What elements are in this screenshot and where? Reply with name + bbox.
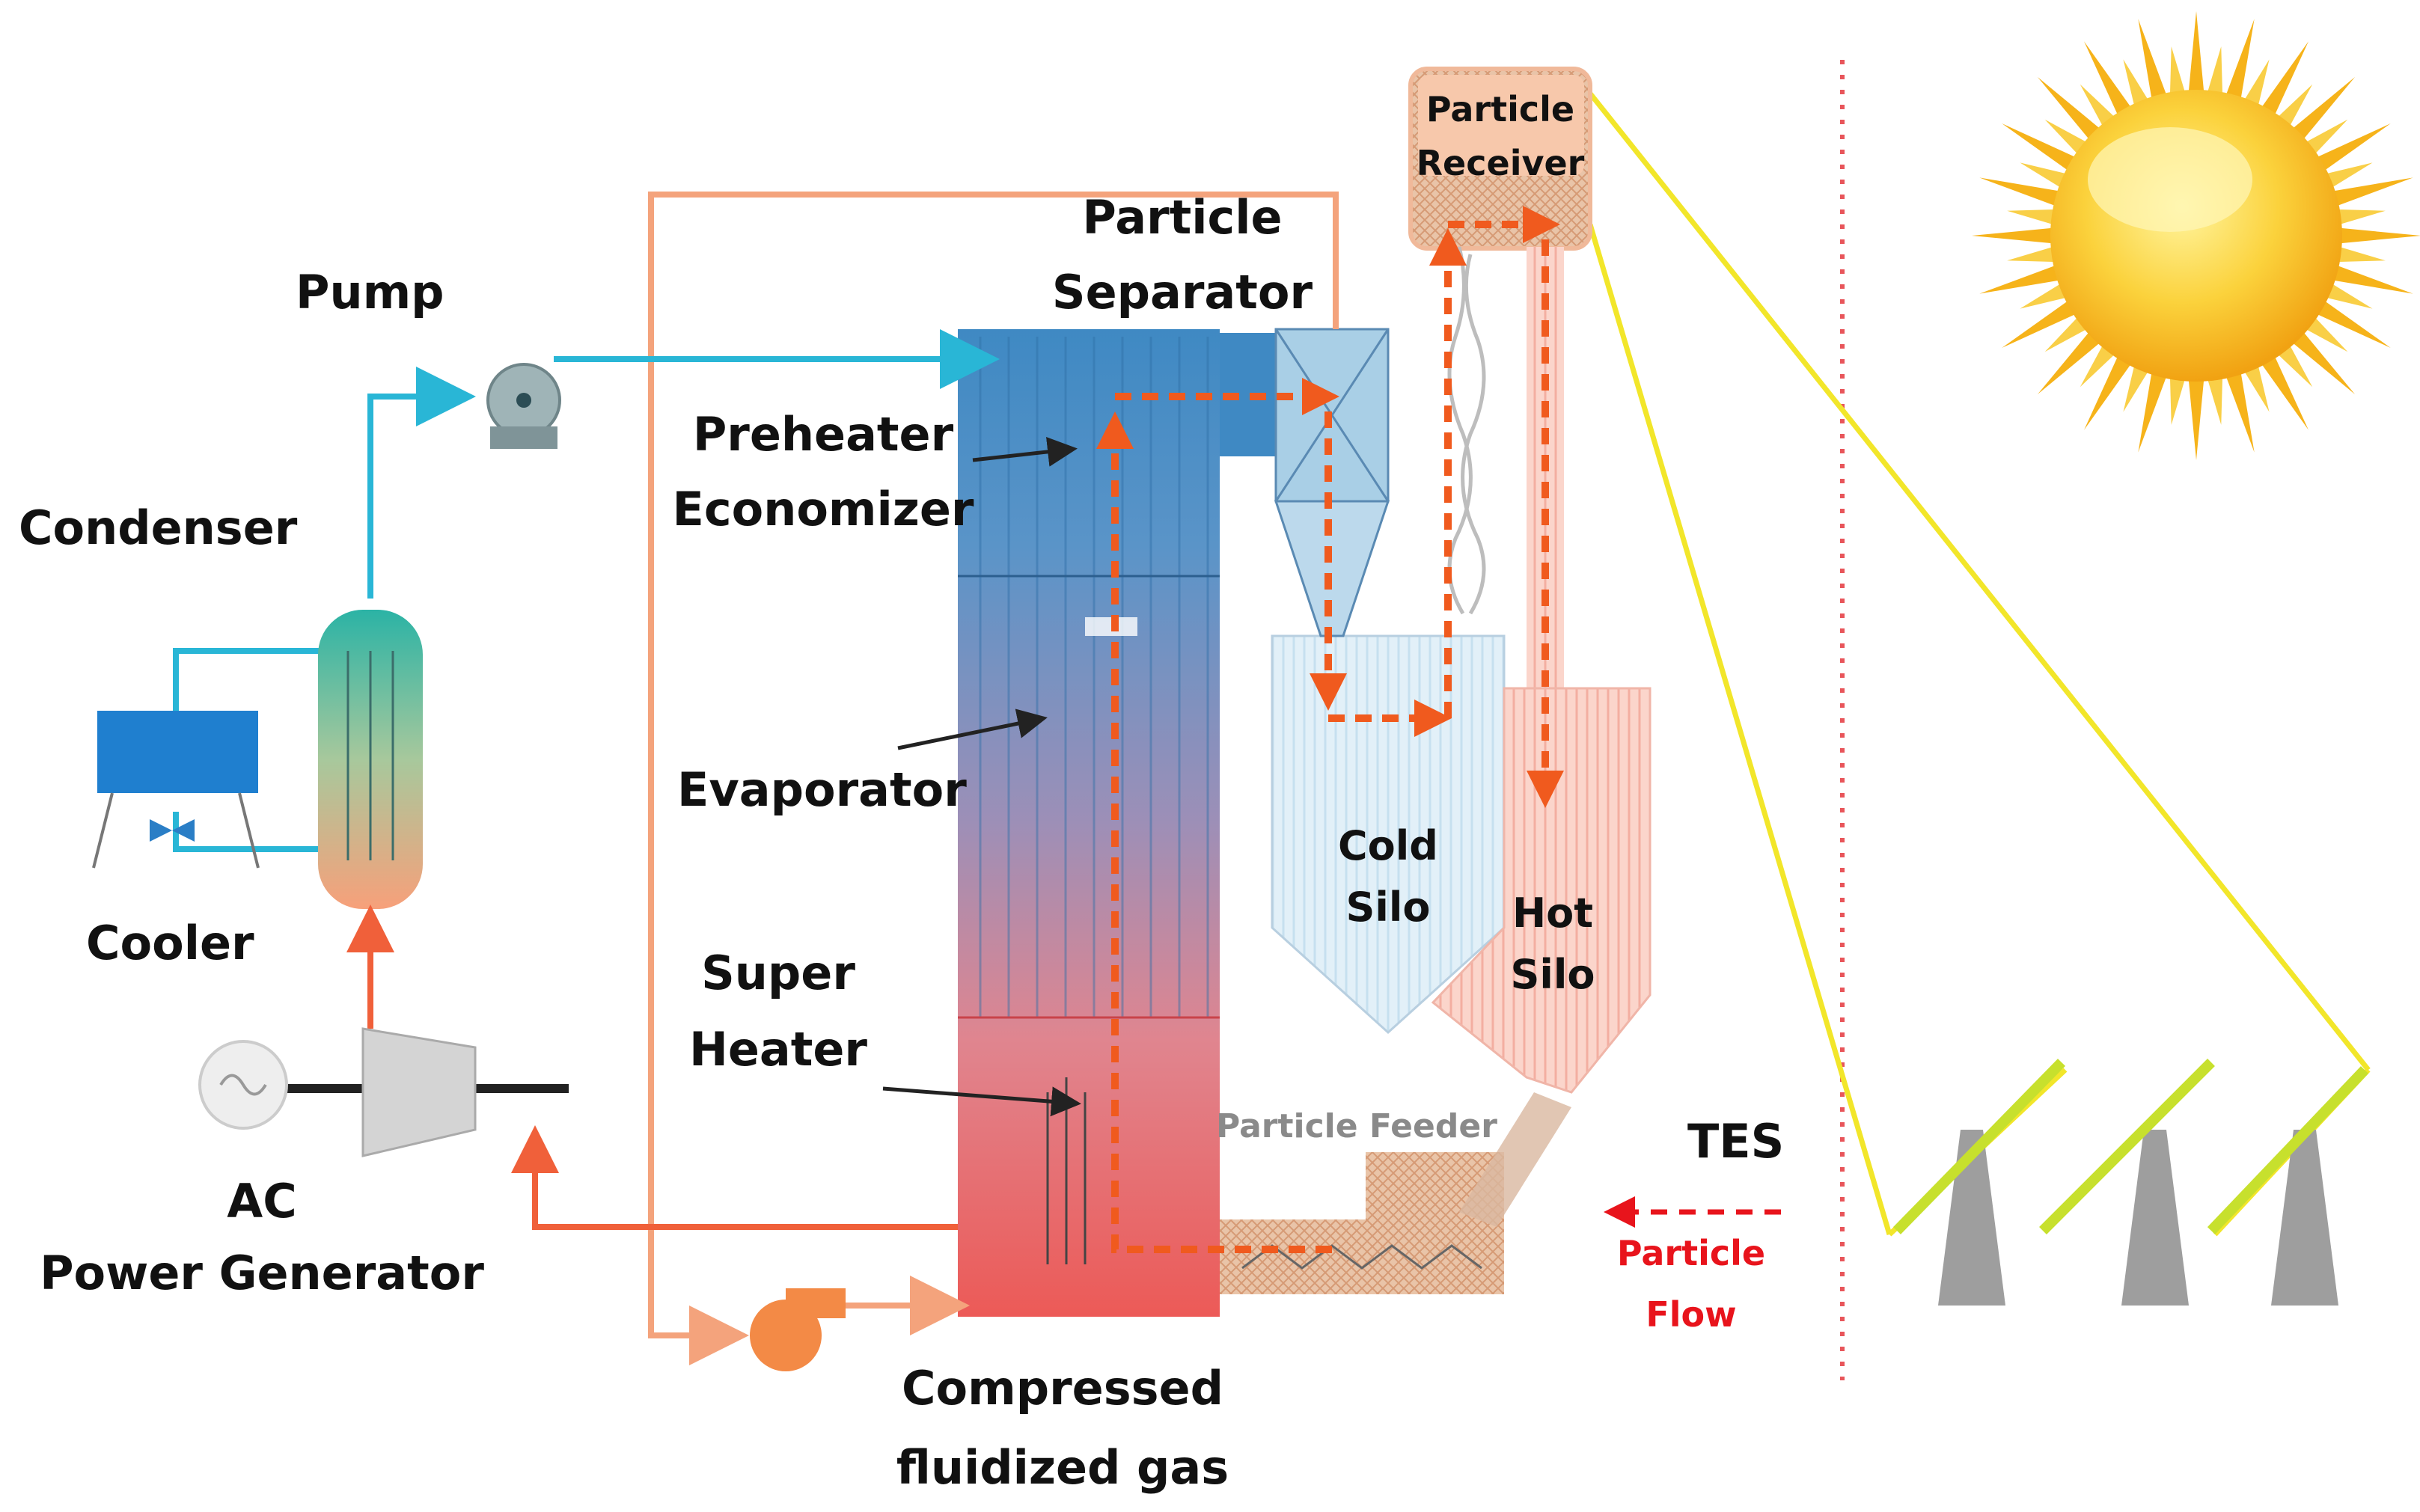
pump-icon: [486, 363, 561, 449]
particle-receiver: [1408, 67, 1592, 251]
sun-ray: [2331, 265, 2413, 294]
sun-ray: [2291, 76, 2356, 141]
legend-label-line2: Flow: [1646, 1294, 1737, 1335]
sun-ray: [2188, 11, 2204, 94]
tes-label: TES: [1687, 1114, 1785, 1169]
sun-ray: [2315, 123, 2391, 172]
sun-ray: [2080, 343, 2116, 388]
sun-ray: [2037, 76, 2102, 141]
preheater-economizer-label: Preheater Economizer: [659, 408, 988, 536]
water-line: [173, 329, 1000, 852]
sun-ray: [2007, 209, 2057, 225]
ac-generator-label-line1: AC: [227, 1174, 297, 1228]
sun-ray: [2002, 123, 2077, 172]
particle-separator: [1220, 328, 1390, 637]
sun-ray: [2335, 209, 2386, 225]
particle-feeder-label: Particle Feeder: [1216, 1107, 1497, 1145]
sun-ray: [2169, 375, 2186, 425]
exhaust-gas-line: [346, 905, 958, 1230]
sun-ray: [2304, 316, 2348, 352]
sun-ray: [2084, 41, 2133, 117]
sun-ray: [2276, 343, 2313, 388]
sun-ray: [2324, 282, 2373, 309]
super-heater-label: Super Heater: [666, 946, 890, 1077]
sun-ray: [2123, 364, 2150, 412]
particle-separator-label: Particle Separator: [1044, 191, 1321, 319]
particle-receiver-label: Particle Receiver: [1411, 88, 1590, 184]
sun-ray: [1979, 177, 2062, 206]
sun-ray: [2138, 370, 2167, 453]
separator-label-line2: Separator: [1051, 265, 1313, 319]
cold-silo-label: Cold Silo: [1302, 823, 1474, 931]
receiver-label-line2: Receiver: [1416, 143, 1585, 183]
sun-ray: [2080, 84, 2116, 128]
heliostat-mirrors: [1892, 1059, 2369, 1306]
sun-ray: [2335, 246, 2386, 263]
cold-silo-label-line1: Cold: [1338, 822, 1438, 869]
super-heater-label-line1: Super: [701, 946, 855, 1000]
hot-silo: [1431, 687, 1651, 1094]
particle-flow-legend-label: Particle Flow: [1586, 1231, 1796, 1337]
sun-ray: [2044, 119, 2089, 156]
sun-ray: [2188, 377, 2204, 460]
sun-ray: [2260, 355, 2309, 430]
sun-ray: [2138, 19, 2167, 101]
pump-label: Pump: [296, 265, 444, 319]
sun-ray: [2324, 162, 2373, 189]
sun-ray: [1972, 227, 2055, 244]
hot-silo-label-line2: Silo: [1510, 951, 1595, 998]
cold-silo-label-line2: Silo: [1345, 884, 1431, 931]
ac-generator-label: AC Power Generator: [22, 1175, 501, 1300]
sun-ray: [2260, 41, 2309, 117]
sun-ray: [2007, 246, 2057, 263]
ac-generator-label-line2: Power Generator: [40, 1246, 484, 1300]
super-heater-label-line2: Heater: [688, 1022, 868, 1077]
condenser-label: Condenser: [19, 501, 298, 555]
condenser-vessel: [318, 610, 423, 909]
particle-flow-path: [1096, 206, 1564, 1253]
sun-ray: [2020, 282, 2068, 309]
sun-ray: [2304, 119, 2348, 156]
particle-feeder: [1220, 1092, 1571, 1294]
sun-ray: [2338, 227, 2420, 244]
sun-ray: [2044, 316, 2089, 352]
sun-ray: [2169, 46, 2186, 97]
turbine-generator: [198, 1027, 569, 1157]
sun-ray: [2315, 299, 2391, 348]
receiver-label-line1: Particle: [1426, 89, 1575, 129]
sun-ray: [2037, 330, 2102, 395]
separator-label-line1: Particle: [1082, 190, 1283, 245]
sun-ray: [2207, 46, 2223, 97]
sun-icon: [1972, 11, 2420, 460]
cooler-label: Cooler: [86, 916, 254, 970]
compressed-gas-label-line2: fluidized gas: [896, 1440, 1229, 1495]
blower-icon: [750, 1288, 846, 1371]
sun-ray: [2331, 177, 2413, 206]
cooler-unit: [92, 711, 260, 869]
compressed-gas-label-line1: Compressed: [902, 1361, 1223, 1415]
sun-ray: [2084, 355, 2133, 430]
evaporator-label: Evaporator: [677, 762, 967, 817]
leader-arrows: [882, 436, 1081, 1117]
preheater-label-line2: Economizer: [672, 482, 974, 536]
hot-silo-label-line1: Hot: [1512, 890, 1594, 937]
sun-ray: [2243, 364, 2270, 412]
sun-ray: [2207, 375, 2223, 425]
sun-ray: [2291, 330, 2356, 395]
legend-label-line1: Particle: [1616, 1233, 1766, 1273]
sun-ray: [2020, 162, 2068, 189]
sun-ray: [2276, 84, 2313, 128]
sun-ray: [2225, 370, 2255, 453]
particle-riser: [1447, 246, 1486, 615]
preheater-label-line1: Preheater: [692, 407, 954, 462]
sun-ray: [1979, 265, 2062, 294]
sun-ray: [2243, 59, 2270, 108]
sun-ray: [2123, 59, 2150, 108]
sun-ray: [2002, 299, 2077, 348]
compressed-gas-label: Compressed fluidized gas: [861, 1362, 1265, 1495]
hot-silo-label: Hot Silo: [1485, 890, 1620, 998]
heat-exchanger-tower: [958, 329, 1220, 1317]
sun-ray: [2225, 19, 2255, 101]
